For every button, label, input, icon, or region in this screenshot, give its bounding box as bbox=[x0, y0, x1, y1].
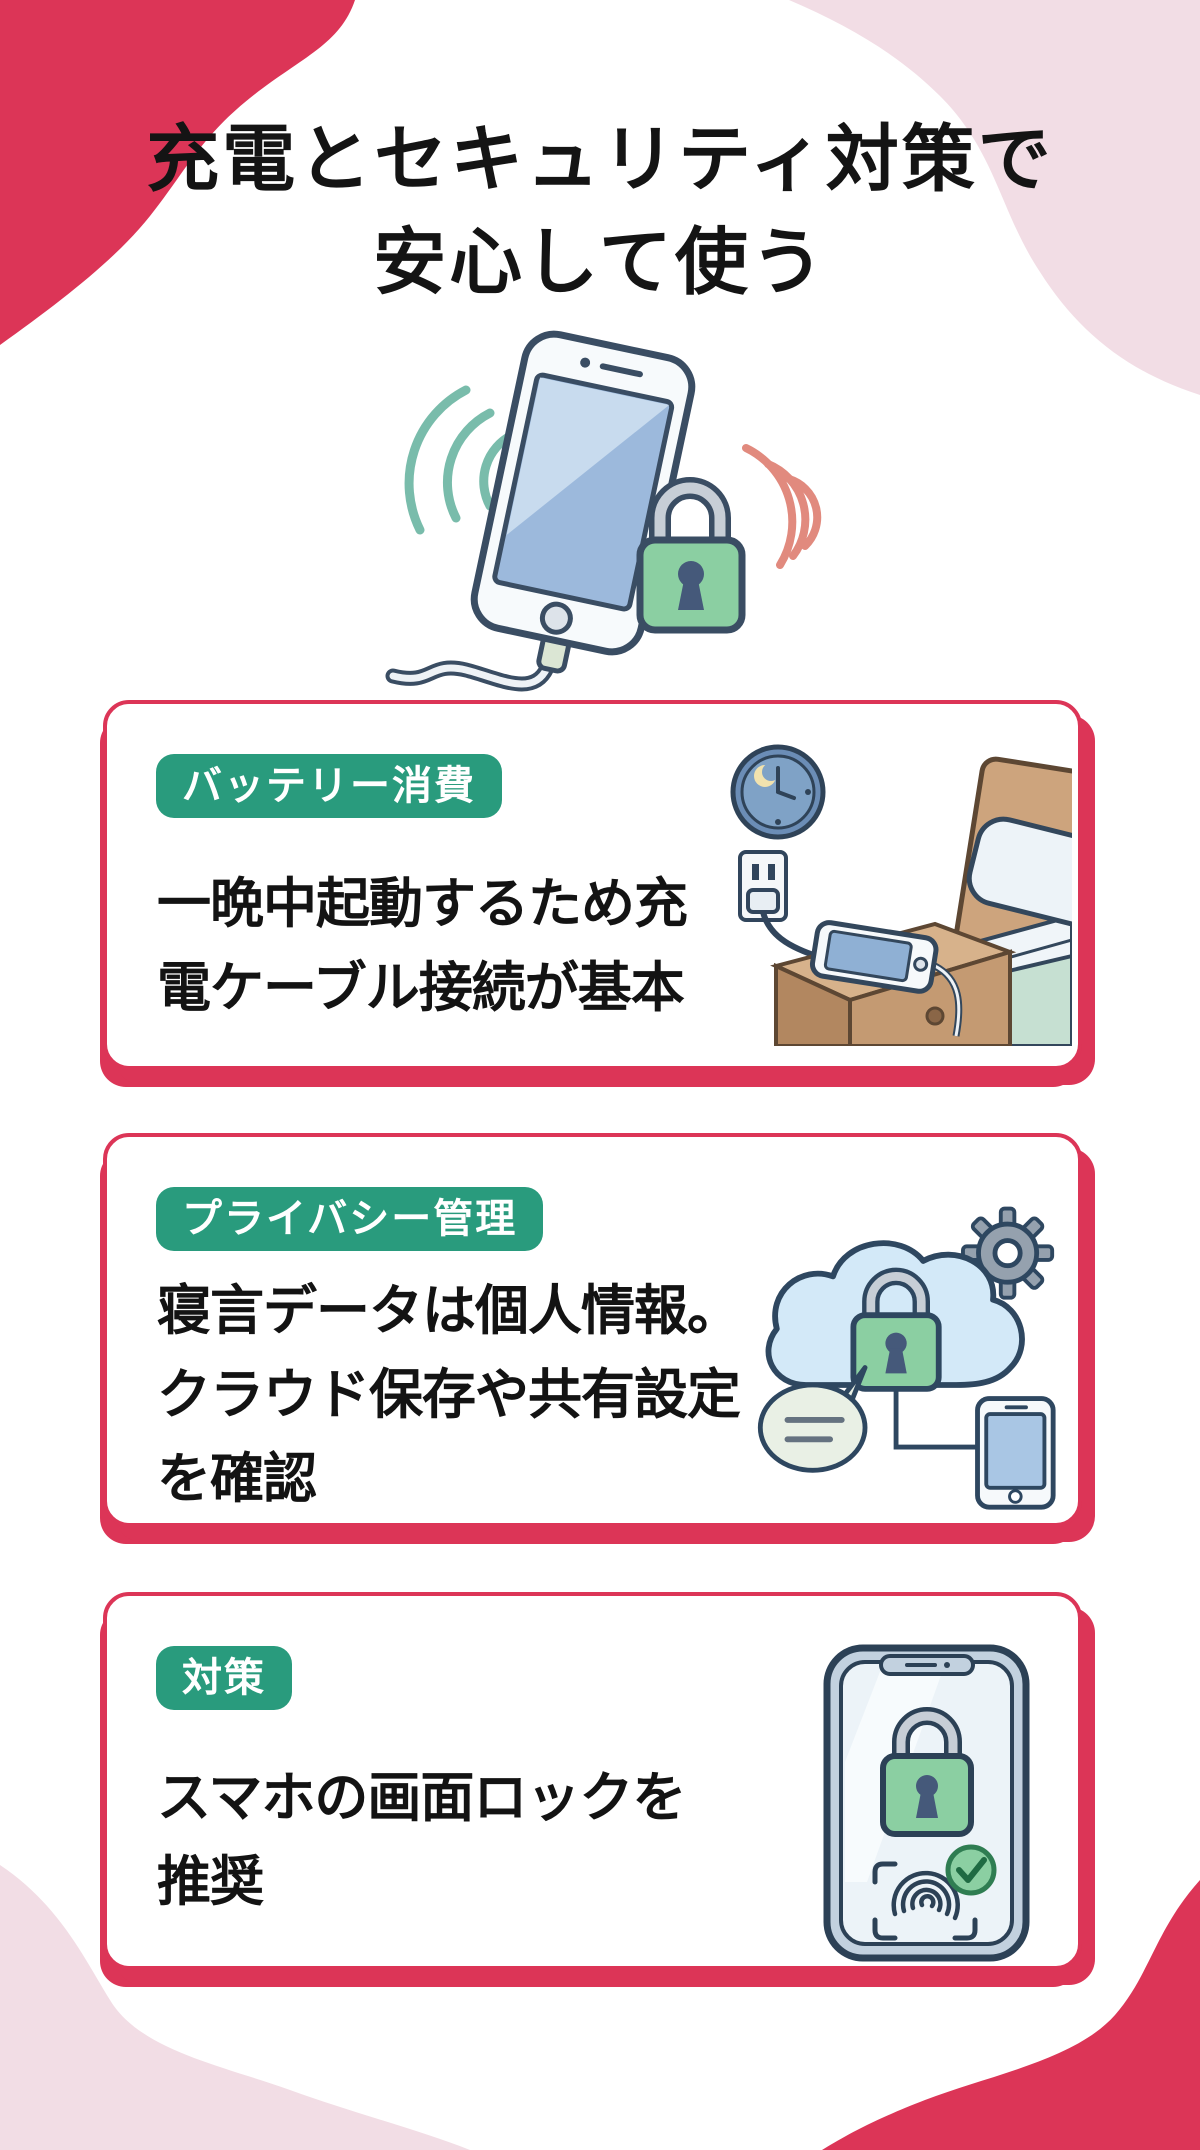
checkmark-icon bbox=[945, 1844, 997, 1896]
card-countermeasure: 対策 スマホの画面ロックを 推奨 bbox=[103, 1592, 1082, 1970]
badge-privacy: プライバシー管理 bbox=[156, 1187, 544, 1251]
gear-icon bbox=[961, 1206, 1055, 1300]
text-line: 推奨 bbox=[157, 1852, 264, 1912]
page-title-line-2: 安心して使う bbox=[373, 222, 827, 303]
phone-icon bbox=[809, 920, 963, 1037]
card-battery-text: 一晩中起動するため充 電ケーブル接続が基本 bbox=[157, 862, 688, 1030]
blob-top-left bbox=[0, 0, 355, 345]
hero-illustration bbox=[385, 330, 822, 692]
bedside-charging-illustration bbox=[730, 744, 1072, 1046]
blob-bottom-right bbox=[822, 1880, 1200, 2150]
card-countermeasure-text: スマホの画面ロックを 推奨 bbox=[157, 1756, 686, 1924]
sound-waves-right-icon bbox=[742, 444, 822, 569]
text-line: 寝言データは個人情報。 bbox=[157, 1281, 741, 1341]
blob-bottom-left bbox=[0, 1865, 470, 2150]
lock-icon bbox=[636, 477, 746, 634]
fingerprint-icon bbox=[891, 1870, 960, 1921]
page-title-line-1: 充電とセキュリティ対策で bbox=[146, 119, 1054, 200]
text-line: 一晩中起動するため充 bbox=[157, 874, 688, 934]
text-line: 電ケーブル接続が基本 bbox=[157, 958, 685, 1018]
connector-line bbox=[893, 1390, 978, 1450]
badge-countermeasure: 対策 bbox=[156, 1646, 292, 1710]
cloud-security-illustration bbox=[757, 1206, 1056, 1510]
lock-icon bbox=[880, 1707, 974, 1837]
card-privacy: プライバシー管理 寝言データは個人情報。 クラウド保存や共有設定 を確認 bbox=[103, 1133, 1082, 1527]
badge-battery: バッテリー消費 bbox=[156, 754, 502, 818]
outlet-icon bbox=[738, 850, 826, 962]
clock-icon bbox=[730, 744, 826, 840]
card-privacy-text: 寝言データは個人情報。 クラウド保存や共有設定 を確認 bbox=[157, 1269, 741, 1521]
card-battery: バッテリー消費 一晩中起動するため充 電ケーブル接続が基本 bbox=[103, 700, 1082, 1070]
screen-lock-illustration bbox=[823, 1644, 1030, 1962]
text-line: クラウド保存や共有設定 bbox=[157, 1365, 741, 1425]
lock-icon bbox=[850, 1267, 942, 1392]
speech-bubble-icon bbox=[757, 1365, 868, 1473]
blob-top-right bbox=[789, 0, 1200, 395]
phone-icon bbox=[975, 1396, 1056, 1510]
text-line: スマホの画面ロックを bbox=[157, 1768, 686, 1828]
text-line: を確認 bbox=[157, 1449, 317, 1509]
page-title: 充電とセキュリティ対策で 安心して使う bbox=[0, 108, 1200, 314]
